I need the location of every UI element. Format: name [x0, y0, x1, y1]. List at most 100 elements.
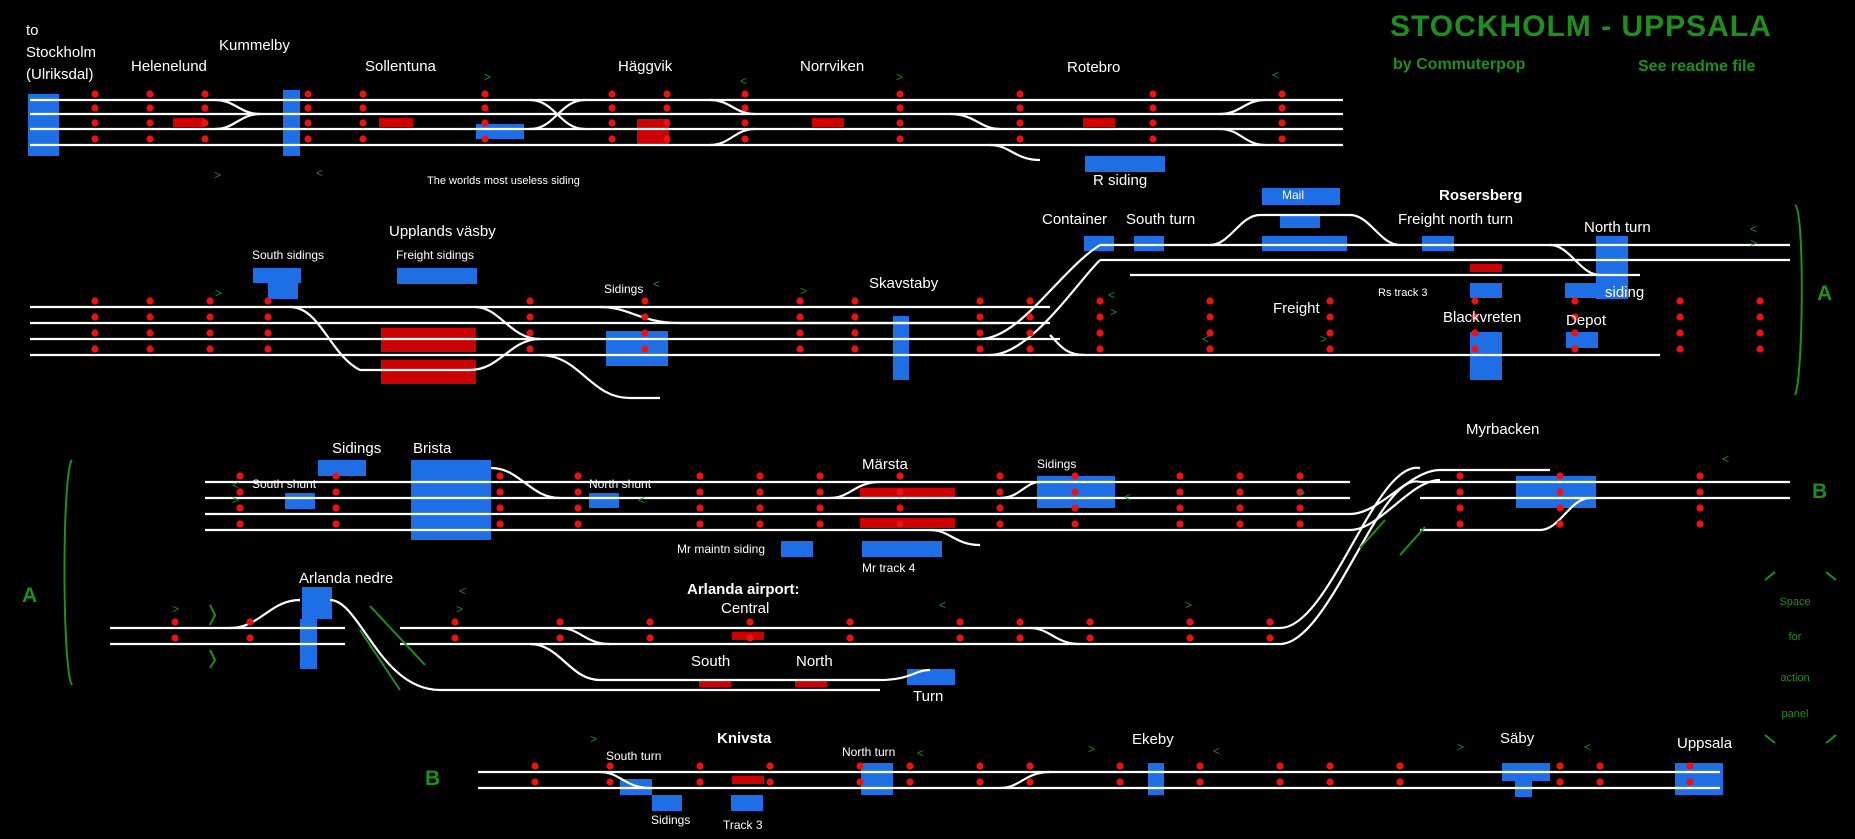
signal[interactable]: [1236, 488, 1244, 496]
signal[interactable]: [91, 329, 99, 337]
signal[interactable]: [976, 778, 984, 786]
signal[interactable]: [91, 313, 99, 321]
signal[interactable]: [896, 135, 904, 143]
readme-link[interactable]: See readme file: [1638, 58, 1756, 75]
signal[interactable]: [696, 504, 704, 512]
signal[interactable]: [1471, 297, 1479, 305]
signal[interactable]: [851, 329, 859, 337]
signal[interactable]: [1276, 778, 1284, 786]
signal[interactable]: [746, 634, 754, 642]
signal[interactable]: [304, 119, 312, 127]
signal[interactable]: [1556, 520, 1564, 528]
action-panel-hint[interactable]: panel: [1781, 708, 1809, 720]
signal[interactable]: [1176, 488, 1184, 496]
signal[interactable]: [556, 634, 564, 642]
signal[interactable]: [976, 297, 984, 305]
signal[interactable]: [696, 778, 704, 786]
signal[interactable]: [574, 504, 582, 512]
signal[interactable]: [1278, 104, 1286, 112]
signal[interactable]: [756, 488, 764, 496]
signal[interactable]: [1278, 90, 1286, 98]
signal[interactable]: [1696, 472, 1704, 480]
signal[interactable]: [766, 762, 774, 770]
signal[interactable]: [608, 104, 616, 112]
section-link-b-top[interactable]: B: [1812, 480, 1828, 503]
signal[interactable]: [896, 119, 904, 127]
signal[interactable]: [481, 135, 489, 143]
signal[interactable]: [608, 119, 616, 127]
signal[interactable]: [1236, 504, 1244, 512]
signal[interactable]: [1456, 472, 1464, 480]
signal[interactable]: [1176, 520, 1184, 528]
signal[interactable]: [526, 345, 534, 353]
signal[interactable]: [1149, 104, 1157, 112]
signal[interactable]: [146, 90, 154, 98]
signal[interactable]: [1676, 345, 1684, 353]
signal[interactable]: [1326, 762, 1334, 770]
signal[interactable]: [206, 297, 214, 305]
signal[interactable]: [856, 778, 864, 786]
signal[interactable]: [976, 313, 984, 321]
signal[interactable]: [1296, 520, 1304, 528]
signal[interactable]: [332, 488, 340, 496]
signal[interactable]: [496, 504, 504, 512]
signal[interactable]: [201, 90, 209, 98]
signal[interactable]: [1456, 488, 1464, 496]
signal[interactable]: [201, 119, 209, 127]
signal[interactable]: [906, 778, 914, 786]
signal[interactable]: [1026, 329, 1034, 337]
signal[interactable]: [1266, 634, 1274, 642]
signal[interactable]: [1696, 504, 1704, 512]
signal[interactable]: [496, 472, 504, 480]
section-link-a-top[interactable]: A: [1817, 282, 1833, 305]
signal[interactable]: [1096, 345, 1104, 353]
signal[interactable]: [246, 634, 254, 642]
signal[interactable]: [1196, 778, 1204, 786]
signal[interactable]: [606, 778, 614, 786]
signal[interactable]: [332, 504, 340, 512]
signal[interactable]: [663, 119, 671, 127]
action-panel-hint[interactable]: action: [1780, 672, 1810, 684]
signal[interactable]: [896, 488, 904, 496]
signal[interactable]: [996, 488, 1004, 496]
signal[interactable]: [1556, 504, 1564, 512]
signal[interactable]: [1026, 297, 1034, 305]
signal[interactable]: [1278, 135, 1286, 143]
signal[interactable]: [574, 520, 582, 528]
signal[interactable]: [1571, 313, 1579, 321]
signal[interactable]: [236, 520, 244, 528]
signal[interactable]: [171, 618, 179, 626]
signal[interactable]: [1396, 762, 1404, 770]
signal[interactable]: [526, 329, 534, 337]
signal[interactable]: [264, 345, 272, 353]
signal[interactable]: [896, 504, 904, 512]
action-panel-hint[interactable]: Space: [1779, 596, 1811, 608]
signal[interactable]: [856, 762, 864, 770]
signal[interactable]: [756, 520, 764, 528]
signal[interactable]: [481, 104, 489, 112]
signal[interactable]: [1556, 762, 1564, 770]
signal[interactable]: [1071, 520, 1079, 528]
signal[interactable]: [851, 297, 859, 305]
signal[interactable]: [1096, 297, 1104, 305]
signal[interactable]: [304, 90, 312, 98]
signal[interactable]: [851, 345, 859, 353]
signal[interactable]: [1026, 778, 1034, 786]
signal[interactable]: [1471, 345, 1479, 353]
signal[interactable]: [956, 618, 964, 626]
signal[interactable]: [641, 329, 649, 337]
signal[interactable]: [1016, 104, 1024, 112]
signal[interactable]: [1596, 762, 1604, 770]
signal[interactable]: [1026, 345, 1034, 353]
signal[interactable]: [663, 90, 671, 98]
signal[interactable]: [264, 313, 272, 321]
signal[interactable]: [756, 504, 764, 512]
signal[interactable]: [1756, 313, 1764, 321]
signal[interactable]: [1756, 297, 1764, 305]
signal[interactable]: [846, 634, 854, 642]
signal[interactable]: [1756, 345, 1764, 353]
signal[interactable]: [1456, 504, 1464, 512]
signal[interactable]: [663, 104, 671, 112]
signal[interactable]: [741, 135, 749, 143]
signal[interactable]: [1206, 313, 1214, 321]
